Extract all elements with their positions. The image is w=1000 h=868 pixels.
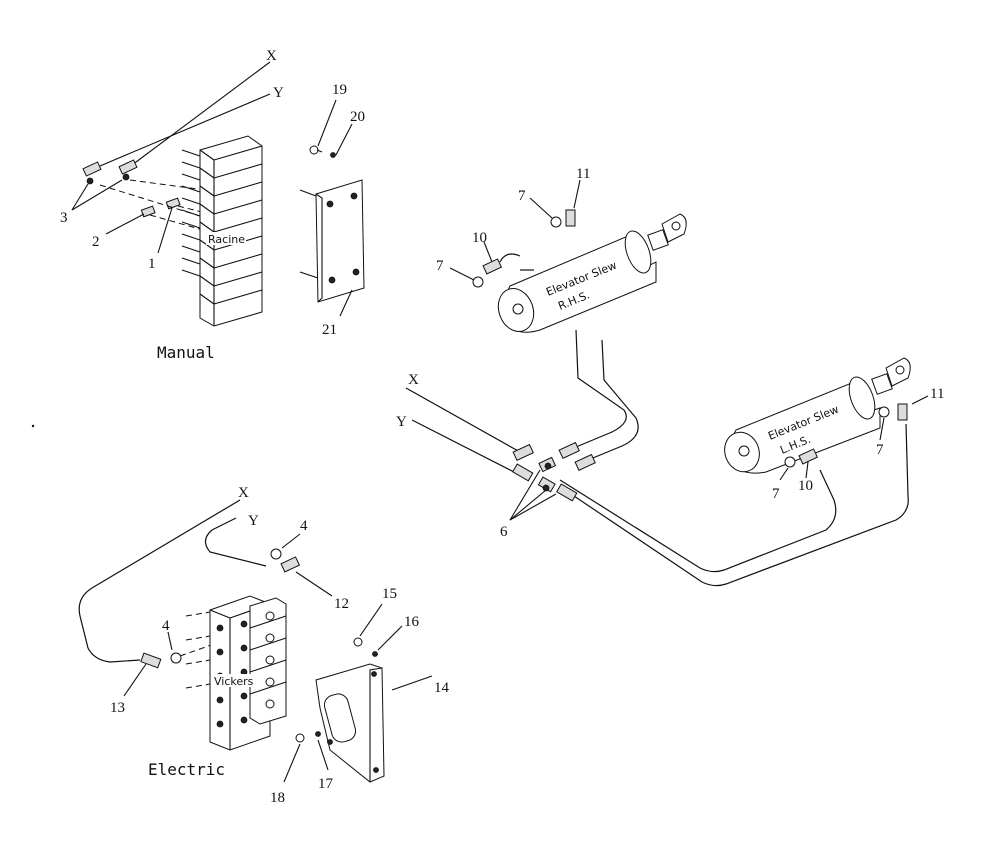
callout-lhs-7-right: 7	[876, 442, 884, 458]
callout-20: 20	[350, 109, 365, 125]
cylinder-rhs: Elevator Slew R.H.S.	[497, 213, 687, 333]
electric-assembly: X Y 4 12 4 13	[78, 485, 450, 806]
callout-rhs-11: 11	[576, 166, 590, 182]
fitting-1	[165, 197, 181, 210]
callout-14: 14	[434, 680, 450, 696]
callout-16: 16	[404, 614, 420, 630]
callout-lhs-7-left: 7	[772, 486, 780, 502]
vickers-label: Vickers	[214, 675, 254, 688]
electric-caption: Electric	[148, 760, 225, 779]
callout-1: 1	[148, 256, 156, 272]
callout-rhs-7-bottom: 7	[436, 258, 444, 274]
mounting-plate-21	[299, 179, 365, 303]
manual-label-y: Y	[273, 85, 284, 101]
racine-valve-stack: Racine	[181, 135, 263, 327]
bolt-19	[309, 145, 323, 155]
callout-rhs-7-top: 7	[518, 188, 526, 204]
callout-17: 17	[318, 776, 334, 792]
lhs-fittings: 11 7 7 10	[772, 386, 944, 502]
manifold-fittings: 6	[500, 441, 596, 540]
manual-caption: Manual	[157, 343, 215, 362]
mounting-bracket-14	[315, 663, 385, 783]
callout-electric-4-bottom: 4	[162, 618, 170, 634]
callout-21: 21	[322, 322, 337, 338]
callout-electric-4-top: 4	[300, 518, 308, 534]
bolt-15	[353, 637, 363, 647]
callout-lhs-10: 10	[798, 478, 813, 494]
vickers-valve-block: Vickers	[209, 595, 287, 751]
stray-dot	[31, 424, 35, 428]
callout-15: 15	[382, 586, 397, 602]
manual-line-y	[99, 93, 271, 167]
manual-label-x: X	[266, 48, 277, 64]
callout-18: 18	[270, 790, 285, 806]
fitting-3-left	[82, 161, 102, 185]
callout-electric-12: 12	[334, 596, 349, 612]
electric-label-y: Y	[248, 513, 259, 529]
callout-3: 3	[60, 210, 68, 226]
cylinder-lhs: Elevator Slew L.H.S.	[724, 357, 911, 474]
washer-17	[315, 731, 321, 737]
manual-line-x	[127, 61, 271, 169]
rhs-fittings: 11 7 10 7	[436, 166, 590, 288]
manual-assembly: X Y 3 2 1	[60, 48, 365, 362]
callout-13: 13	[110, 700, 125, 716]
callout-6: 6	[500, 524, 508, 540]
center-hoses: X Y	[396, 253, 909, 587]
callout-lhs-11: 11	[930, 386, 944, 402]
washer-20	[330, 152, 336, 158]
electric-label-x: X	[238, 485, 249, 501]
fitting-3-right	[118, 159, 138, 181]
callout-rhs-10: 10	[472, 230, 487, 246]
racine-label: Racine	[208, 233, 245, 246]
fitting-2	[140, 205, 156, 218]
bolt-18	[295, 733, 305, 743]
center-label-y: Y	[396, 414, 407, 430]
washer-16	[372, 651, 378, 657]
center-label-x: X	[408, 372, 419, 388]
callout-19: 19	[332, 82, 347, 98]
callout-2: 2	[92, 234, 100, 250]
